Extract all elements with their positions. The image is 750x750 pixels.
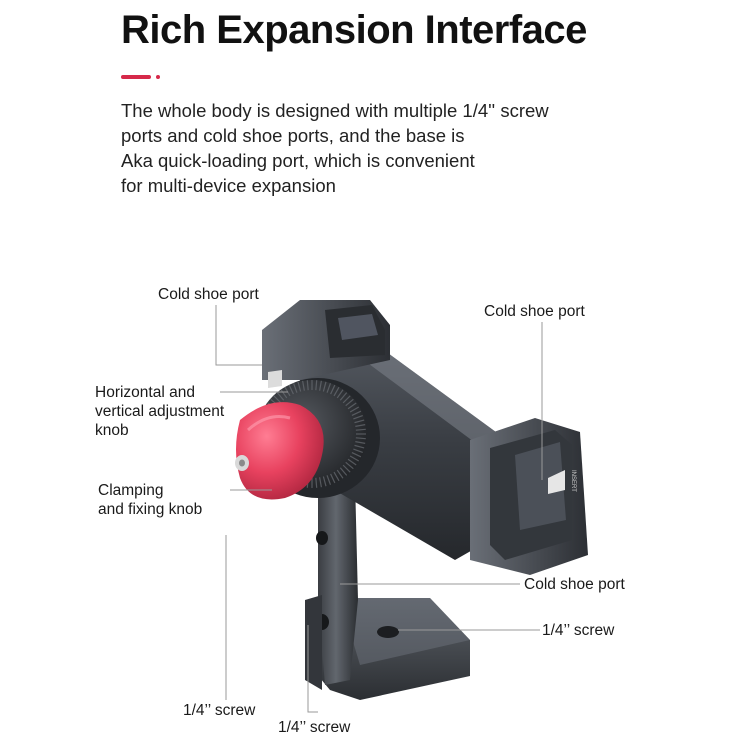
knurl-tick	[322, 476, 327, 487]
knurl-tick	[355, 428, 366, 431]
label-line: Clamping	[98, 482, 164, 499]
knurl-tick	[273, 395, 282, 404]
knurl-tick	[322, 381, 327, 392]
label-line: Horizontal and	[95, 384, 195, 401]
knurl-tick	[355, 437, 366, 440]
knurl-tick	[342, 395, 351, 404]
knurl-tick	[345, 398, 354, 407]
label-screw-bottom: 1/4’’ screw	[278, 719, 351, 736]
label-line: and fixing knob	[98, 501, 203, 518]
knurl-tick	[276, 392, 285, 401]
knurl-tick	[342, 464, 351, 473]
label-line: vertical adjustment	[95, 403, 225, 420]
knurl-tick	[339, 392, 348, 401]
page-title: Rich Expansion Interface	[121, 8, 587, 52]
accent-bar	[121, 75, 151, 79]
knurl-tick	[315, 380, 318, 391]
knurl-tick	[339, 467, 348, 476]
knurl-tick	[347, 458, 357, 466]
knurl-tick	[330, 384, 336, 395]
knurl-tick	[354, 444, 365, 449]
callout-lines	[215, 305, 543, 713]
knurl-tick	[330, 473, 336, 484]
knurl-tick	[319, 380, 322, 391]
knurl-tick	[345, 461, 354, 470]
knurl-tick	[292, 383, 298, 393]
knurl-tick	[326, 475, 332, 485]
knurl-tick	[315, 477, 318, 488]
description-line: Aka quick-loading port, which is conveni…	[121, 150, 475, 171]
right-jaw: INSERT	[470, 418, 588, 575]
knurl-tick	[336, 389, 344, 399]
clamping-knob	[235, 402, 324, 500]
label-screw-bottom-left: 1/4’’ screw	[183, 702, 256, 719]
label-adjustment-knob: Horizontal and vertical adjustment knob	[95, 383, 224, 440]
label-cold-shoe-top: Cold shoe port	[158, 286, 259, 303]
top-jaw	[262, 300, 390, 388]
knurl-tick	[355, 424, 366, 427]
knurl-tick	[319, 477, 322, 488]
knurl-tick	[336, 469, 344, 479]
label-cold-shoe-right: Cold shoe port	[484, 303, 585, 320]
knurl-tick	[355, 441, 366, 444]
description-line: ports and cold shoe ports, and the base …	[121, 125, 465, 146]
description-line: for multi-device expansion	[121, 175, 336, 196]
knurl-tick	[349, 406, 360, 413]
knurl-tick	[353, 414, 363, 420]
feature-description: The whole body is designed with multiple…	[121, 98, 641, 198]
knurl-tick	[306, 380, 309, 391]
knurl-tick	[326, 383, 332, 393]
insert-engraving: INSERT	[570, 470, 576, 492]
label-cold-shoe-bottom: Cold shoe port	[524, 576, 625, 593]
knurl-tick	[280, 389, 288, 399]
accent-dot	[156, 75, 160, 79]
knurl-tick	[333, 386, 340, 397]
vertical-post	[305, 480, 358, 690]
knurl-tick	[351, 452, 362, 458]
label-line: knob	[95, 422, 129, 439]
label-screw-right: 1/4’’ screw	[542, 622, 615, 639]
label-clamping-knob: Clamping and fixing knob	[98, 481, 202, 519]
knurl-tick	[302, 380, 305, 391]
knurl-tick	[351, 410, 362, 416]
knurl-tick	[288, 384, 294, 395]
description-line: The whole body is designed with multiple…	[121, 100, 549, 121]
knurl-tick	[333, 471, 340, 482]
knurl-tick	[353, 448, 363, 454]
knurl-tick	[347, 402, 357, 410]
knurl-tick	[297, 381, 302, 392]
knurl-tick	[349, 455, 360, 462]
knurl-tick	[354, 419, 365, 424]
